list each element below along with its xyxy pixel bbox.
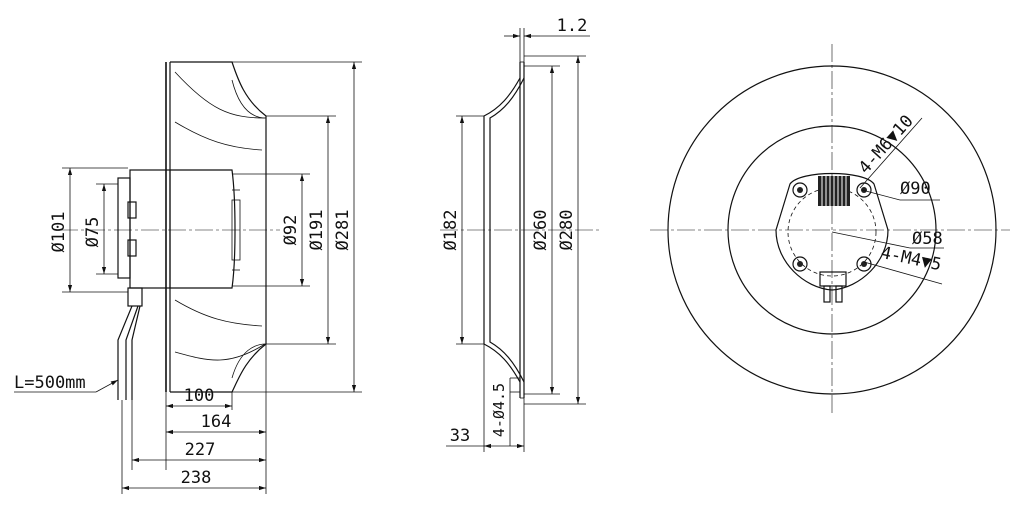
dim-227: 227: [185, 440, 216, 460]
dim-d90-leader: [861, 189, 901, 201]
dim-holes: 4-Ø4.5: [490, 383, 508, 437]
dim-d260: Ø260: [531, 210, 551, 251]
mount-hole: [792, 256, 808, 272]
section-view: 1.2 Ø182 Ø260 Ø280 4-Ø4.5 33: [440, 16, 600, 452]
dim-d101: Ø101: [49, 212, 69, 253]
dim-d75: Ø75: [83, 217, 103, 248]
blade: [174, 299, 263, 327]
dim-100: 100: [184, 386, 215, 406]
dim-1-2: 1.2: [557, 16, 588, 36]
motor-screw: [127, 239, 137, 257]
dim-d58-leader: [831, 231, 911, 249]
motor-screw: [127, 201, 137, 219]
front-view: Ø90 Ø58 4-M6▼10 4-M4▼5: [650, 44, 1010, 414]
dim-m6: 4-M6▼10: [855, 111, 918, 178]
inlet-bell: [483, 77, 521, 383]
dim-d281: Ø281: [333, 210, 353, 251]
blade: [174, 121, 263, 151]
heat-sink-fins: [821, 176, 847, 206]
dim-m6-leader: [859, 117, 923, 189]
inner-ring: [727, 125, 937, 335]
motor-flange: [775, 172, 889, 291]
dim-164: 164: [201, 412, 232, 432]
dim-d90: Ø90: [900, 179, 931, 199]
motor-body: [129, 169, 171, 289]
blade-edge: [231, 79, 267, 119]
bolt-circle: [787, 187, 877, 277]
cable-length-leader: [95, 379, 119, 393]
dim-d182: Ø182: [441, 210, 461, 251]
side-view: Ø101 Ø75 Ø92 Ø191 Ø281 L=500mm 100: [14, 61, 362, 494]
blade: [174, 71, 266, 119]
mount-hole: [792, 182, 808, 198]
mount-hole-center: [797, 187, 803, 193]
motor-cap: [117, 177, 131, 279]
cable-lead: [835, 285, 843, 303]
blade-edge: [231, 343, 267, 379]
dim-d92: Ø92: [281, 215, 301, 246]
cable-box: [819, 271, 847, 287]
dim-d191: Ø191: [307, 210, 327, 251]
mount-hole-center: [797, 261, 803, 267]
mount-hole-center: [861, 187, 867, 193]
dim-d280: Ø280: [557, 210, 577, 251]
mount-hole-center: [861, 261, 867, 267]
dim-238: 238: [181, 468, 212, 488]
rotor-ring: [231, 199, 241, 261]
rotor-outline: [170, 169, 236, 289]
dim-d58: Ø58: [912, 229, 943, 249]
blade: [174, 343, 266, 361]
dim-m4-leader: [863, 261, 943, 285]
inlet-bell-inner: [489, 77, 525, 383]
cable-wire: [131, 305, 141, 400]
impeller-outline: [170, 61, 267, 393]
cable-gland: [127, 287, 143, 307]
cable-lead: [823, 285, 831, 303]
cable-wire: [125, 305, 139, 400]
cable-wire: [117, 305, 133, 400]
dim-33: 33: [450, 426, 470, 446]
cable-length-label: L=500mm: [14, 373, 86, 393]
outer-ring: [667, 65, 997, 395]
